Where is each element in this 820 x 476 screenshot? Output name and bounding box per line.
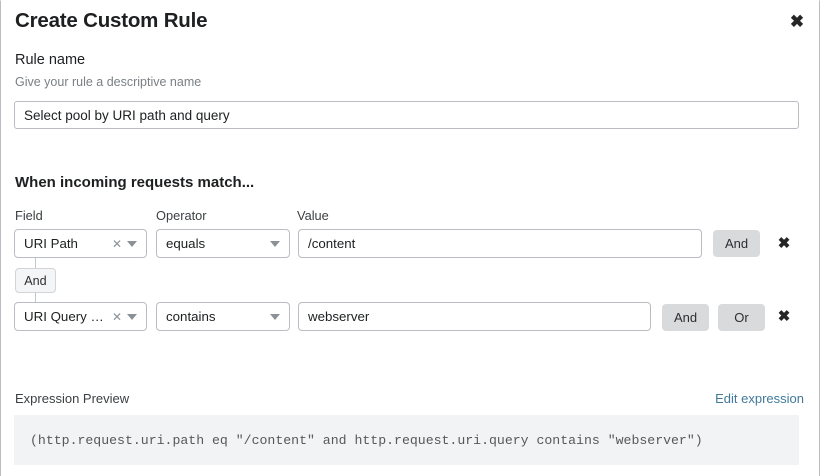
row-1-value-input[interactable] — [298, 229, 702, 258]
connector-line-bottom — [35, 292, 36, 303]
row-2-field-select[interactable]: URI Query St... ✕ — [14, 302, 147, 331]
row-1-operator-chevron-down-icon[interactable] — [270, 240, 280, 247]
row-2-operator-select[interactable]: contains — [156, 302, 290, 331]
rule-name-help-text: Give your rule a descriptive name — [15, 75, 202, 89]
expression-preview-label: Expression Preview — [15, 391, 130, 406]
row-2-operator-chevron-down-icon[interactable] — [270, 313, 280, 320]
row-1-and-button[interactable]: And — [713, 230, 760, 257]
expression-preview-code: (http.request.uri.path eq "/content" and… — [14, 415, 799, 465]
page-title: Create Custom Rule — [15, 9, 208, 32]
row-2-value-input[interactable] — [298, 302, 651, 331]
column-header-operator: Operator — [156, 208, 207, 223]
rule-name-input[interactable] — [14, 101, 799, 129]
row-1-operator-value: equals — [166, 236, 206, 251]
group-and-connector-button[interactable]: And — [15, 268, 56, 293]
row-2-field-value: URI Query St... — [24, 309, 108, 324]
row-2-field-clear-icon[interactable]: ✕ — [111, 309, 122, 324]
row-1-field-value: URI Path — [24, 236, 78, 251]
match-section-heading: When incoming requests match... — [15, 174, 255, 191]
column-header-field: Field — [15, 208, 43, 223]
row-2-or-button[interactable]: Or — [718, 304, 765, 331]
row-2-operator-value: contains — [166, 309, 216, 324]
row-1-field-select[interactable]: URI Path ✕ — [14, 229, 147, 258]
row-2-and-button[interactable]: And — [662, 304, 709, 331]
rule-name-label: Rule name — [15, 52, 86, 68]
row-1-field-chevron-down-icon[interactable] — [127, 240, 137, 247]
connector-line-top — [35, 258, 36, 269]
row-1-operator-select[interactable]: equals — [156, 229, 290, 258]
edit-expression-link[interactable]: Edit expression — [715, 391, 804, 406]
row-2-remove-icon[interactable]: ✖ — [773, 305, 795, 327]
row-1-remove-icon[interactable]: ✖ — [773, 232, 795, 254]
row-2-field-chevron-down-icon[interactable] — [127, 313, 137, 320]
row-1-field-clear-icon[interactable]: ✕ — [111, 236, 122, 251]
column-header-value: Value — [297, 208, 329, 223]
close-icon[interactable]: ✖ — [783, 7, 811, 35]
